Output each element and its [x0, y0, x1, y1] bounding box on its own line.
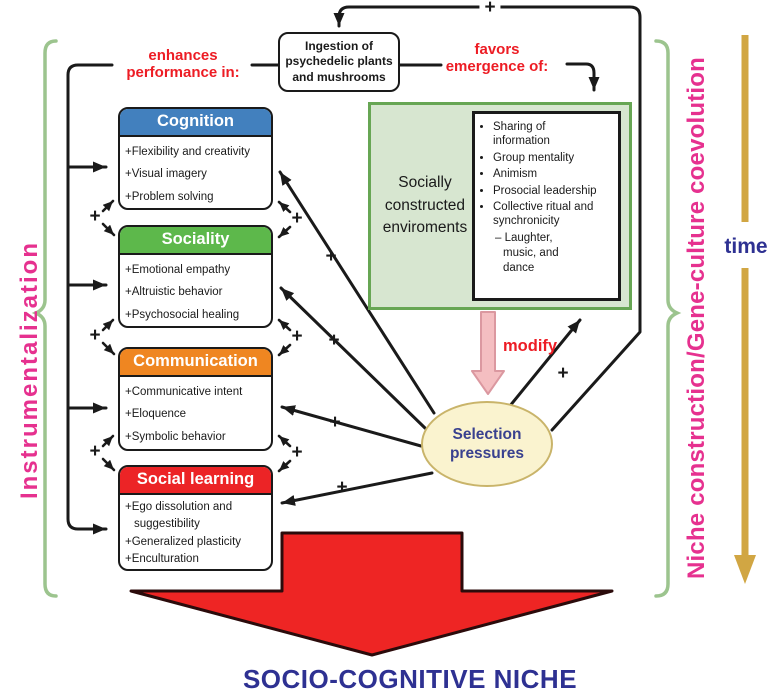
social-learning-header: Social learning	[120, 467, 271, 495]
favors-label: favors emergence of:	[424, 41, 570, 76]
enhances-line1: enhances	[148, 47, 218, 64]
ingestion-line1: Ingestion of	[305, 38, 373, 53]
big-red-arrow	[129, 531, 614, 657]
communication-items: +Communicative intent +Eloquence +Symbol…	[120, 377, 271, 448]
ingestion-line2: psychedelic plants	[285, 54, 393, 69]
list-item: Group mentality	[493, 151, 597, 165]
sp-to-social-learning-arrow	[280, 471, 434, 506]
list-item: +Emotional empathy	[125, 264, 231, 276]
cognition-box: Cognition +Flexibility and creativity +V…	[118, 107, 273, 210]
environment-list-box: Sharing of information Group mentality A…	[472, 111, 621, 301]
plus-label: +	[291, 208, 303, 229]
environment-box: Socially constructed enviroments Sharing…	[368, 102, 632, 310]
enhances-line2: performance in:	[126, 64, 240, 82]
list-item: Prosocial leadership	[493, 184, 597, 198]
feedback-loop-arrow	[333, 5, 642, 432]
sp-to-cognition-arrow	[278, 170, 436, 415]
sp-to-communication-arrow	[280, 405, 423, 448]
selection-line1: Selection	[452, 425, 522, 443]
plus-label: +	[329, 412, 341, 433]
ingestion-box: Ingestion of psychedelic plants and mush…	[278, 32, 400, 92]
communication-header: Communication	[120, 349, 271, 377]
list-item: +Psychosocial healing	[125, 308, 240, 321]
social-learning-box: Social learning +Ego dissolution and sug…	[118, 465, 273, 571]
social-learning-items: +Ego dissolution and suggestibility +Gen…	[120, 495, 271, 568]
sp-to-env-arrow	[507, 318, 582, 409]
selection-pressures-ellipse: Selection pressures	[421, 401, 553, 487]
sociality-box: Sociality +Emotional empathy +Altruistic…	[118, 225, 273, 328]
list-item: +Symbolic behavior	[125, 430, 226, 443]
plus-label: +	[291, 326, 303, 347]
ingestion-line3: and mushrooms	[292, 69, 386, 84]
left-brace	[31, 39, 58, 598]
list-item: +Enculturation	[125, 552, 199, 565]
socio-cognitive-niche-title: SOCIO-COGNITIVE NICHE	[242, 664, 578, 694]
selection-line2: pressures	[449, 445, 525, 462]
cognition-header: Cognition	[120, 109, 271, 137]
list-item: +Flexibility and creativity	[125, 146, 250, 158]
plus-label: +	[89, 441, 101, 462]
list-item: +Eloquence	[125, 408, 187, 421]
favors-line1: favors	[474, 41, 520, 58]
plus-label: +	[89, 206, 101, 227]
sociality-items: +Emotional empathy +Altruistic behavior …	[120, 255, 271, 326]
plus-label: +	[336, 477, 348, 498]
sociality-header: Sociality	[120, 227, 271, 255]
main-connectors	[66, 5, 642, 535]
interaction-arrows	[101, 199, 292, 473]
modify-label: modify	[503, 337, 558, 355]
list-item: Animism	[493, 167, 597, 181]
plus-label: +	[328, 330, 340, 351]
plus-label: +	[89, 325, 101, 346]
plus-label: +	[479, 0, 501, 19]
cognition-items: +Flexibility and creativity +Visual imag…	[120, 137, 271, 208]
plus-label: +	[291, 442, 303, 463]
time-label: time	[724, 235, 768, 258]
list-item: +Altruistic behavior	[125, 286, 223, 299]
environment-sub-bullet: – Laughter, music, and dance	[495, 231, 559, 274]
favors-line2: emergence of:	[445, 58, 549, 76]
list-item: Collective ritual and synchronicity	[493, 200, 597, 229]
communication-box: Communication +Communicative intent +Elo…	[118, 347, 273, 451]
list-item: +Visual imagery	[125, 168, 207, 181]
list-item: +Generalized plasticity	[125, 535, 242, 548]
list-item: +Problem solving	[125, 190, 214, 203]
instrumentalization-label: Instrumentalization	[16, 240, 43, 500]
list-item: Sharing of information	[493, 120, 597, 149]
favors-down-arrow	[565, 62, 600, 92]
niche-construction-label: Niche construction/Gene-culture coevolut…	[683, 57, 710, 579]
time-arrow	[734, 35, 756, 584]
right-brace	[654, 39, 682, 598]
left-rail-arrow	[66, 63, 114, 535]
plus-label: +	[325, 246, 337, 267]
environment-label: Socially constructed enviroments	[382, 174, 468, 237]
plus-label: +	[557, 363, 569, 384]
enhances-label: enhances performance in:	[108, 47, 258, 82]
modify-arrow	[471, 311, 505, 395]
list-item: +Communicative intent	[125, 386, 243, 398]
sp-to-sociality-arrow	[279, 286, 427, 430]
list-item: +Ego dissolution and suggestibility	[125, 501, 233, 531]
environment-bullet-list: Sharing of information Group mentality A…	[477, 120, 616, 229]
